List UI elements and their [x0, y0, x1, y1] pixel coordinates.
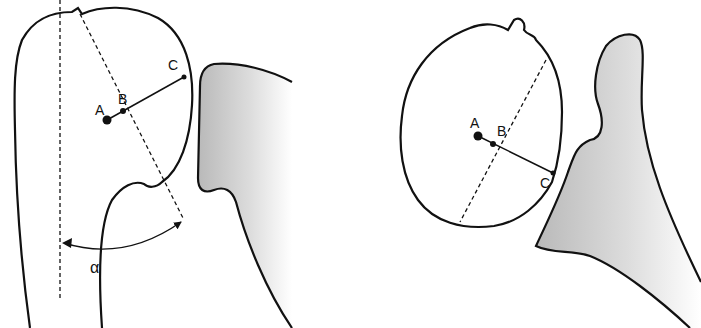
angle-arc [64, 222, 181, 249]
humeral-head-axial [401, 19, 562, 227]
offset-line-axial [478, 136, 553, 173]
glenoid [198, 64, 292, 328]
glenoid-axial-outline [536, 34, 701, 328]
shaft-axis [59, 0, 60, 300]
offset-line [107, 77, 184, 120]
point-label: A [95, 103, 104, 117]
point-b-axial [490, 141, 496, 147]
glenoid-axial [536, 34, 701, 328]
glenoid-outline [198, 64, 292, 328]
anatomical-neck-line [80, 14, 184, 220]
point-label: B [497, 124, 506, 138]
point-label: C [168, 58, 178, 72]
point-label: A [470, 116, 479, 130]
point-c [182, 75, 187, 80]
point-a-axial [474, 132, 483, 141]
arrowhead [62, 238, 72, 248]
point-c-axial [551, 171, 556, 176]
head-axis-line [460, 60, 546, 222]
point-b [120, 108, 126, 114]
angle-label: α [90, 260, 99, 276]
point-label: B [118, 92, 127, 106]
humerus-outline [15, 8, 193, 328]
point-label: C [540, 176, 550, 190]
